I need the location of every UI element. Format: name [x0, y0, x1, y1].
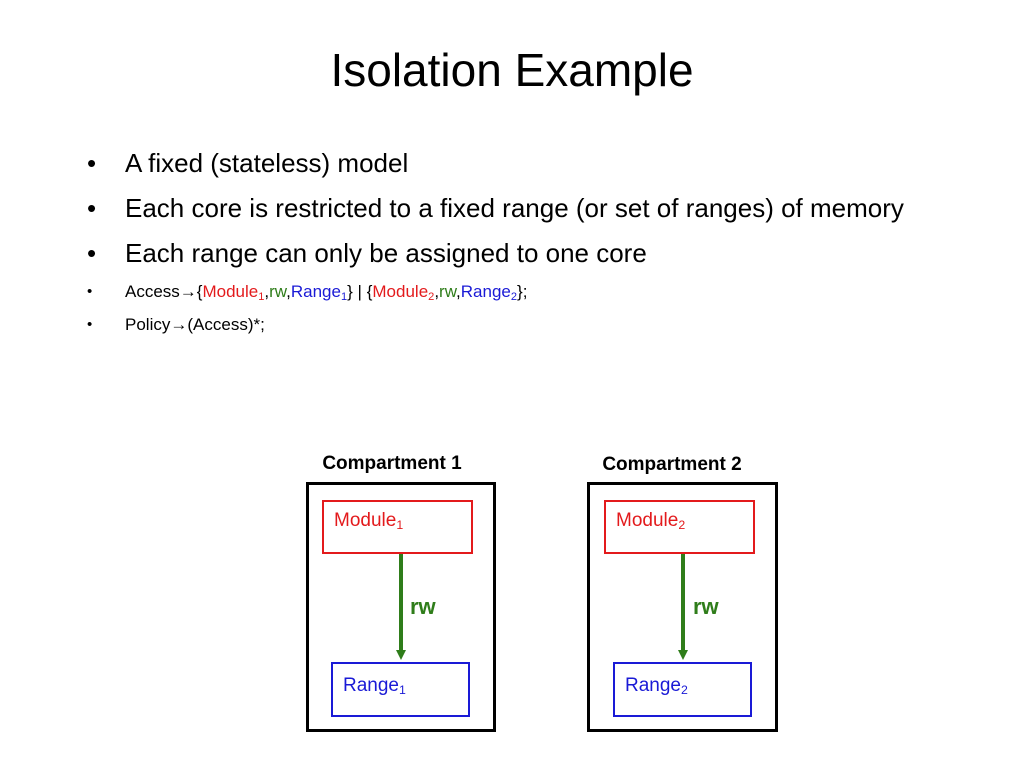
open-brace: {	[196, 282, 203, 301]
slide-title: Isolation Example	[330, 44, 694, 96]
compartment-2-rw-label: rw	[693, 594, 719, 619]
bullet-list: • A fixed (stateless) model • Each core …	[82, 145, 962, 346]
rw-term: rw	[269, 282, 287, 301]
compartment-2-label: Compartment 2	[602, 454, 742, 475]
compartment-2-box	[587, 482, 778, 732]
bullet-item: • A fixed (stateless) model	[82, 145, 962, 181]
access-keyword: Access	[125, 282, 180, 301]
open-brace: {	[366, 282, 373, 301]
rw-term: rw	[439, 282, 457, 301]
bullet-marker: •	[87, 238, 97, 268]
policy-rhs: (Access)*;	[187, 315, 265, 334]
bullet-marker: •	[87, 283, 93, 300]
range-term: Range2	[460, 282, 518, 303]
bullet-marker: •	[87, 316, 93, 333]
close-brace: }	[517, 282, 523, 301]
module-term: Module2	[372, 282, 435, 303]
right-arrow-icon: →	[170, 315, 188, 334]
bullet-item: • Each range can only be assigned to one…	[82, 235, 962, 271]
range-term: Range1	[290, 282, 348, 303]
bullet-text: Each core is restricted to a fixed range…	[125, 193, 904, 223]
bullet-item: • Each core is restricted to a fixed ran…	[82, 190, 962, 226]
right-arrow-icon: →	[179, 282, 197, 301]
bullet-marker: •	[87, 148, 97, 178]
compartment-2-module: Module2	[604, 500, 755, 554]
compartment-1-label: Compartment 1	[322, 453, 462, 474]
alternation: |	[352, 282, 367, 301]
bullet-text: Each range can only be assigned to one c…	[125, 238, 647, 268]
compartment-1-range: Range1	[331, 662, 470, 717]
compartment-1-rw-label: rw	[410, 594, 436, 619]
access-rule: • Access→{Module1,rw,Range1} | {Module2,…	[87, 282, 528, 303]
close-brace: }	[347, 282, 353, 301]
compartment-2-range: Range2	[613, 662, 752, 717]
compartment-1-module: Module1	[322, 500, 473, 554]
bullet-marker: •	[87, 193, 97, 223]
bullet-text: A fixed (stateless) model	[125, 148, 409, 178]
compartment-1-box	[306, 482, 496, 732]
policy-keyword: Policy	[125, 315, 171, 334]
policy-rule: • Policy→(Access)*;	[82, 313, 962, 337]
terminator: ;	[522, 282, 528, 301]
module-term: Module1	[202, 282, 265, 303]
